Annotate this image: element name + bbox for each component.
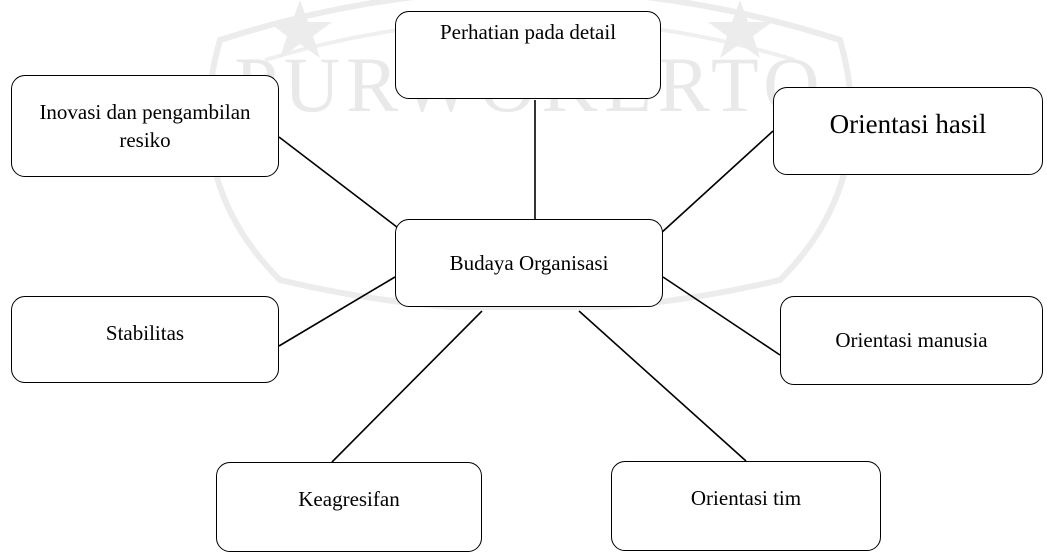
node-perhatian-pada-detail: Perhatian pada detail — [395, 11, 661, 99]
link-tim — [578, 310, 747, 462]
node-label: Keagresifan — [298, 487, 400, 511]
link-stabilitas — [278, 276, 396, 347]
node-label: Orientasi tim — [690, 486, 802, 510]
link-keagresifan — [331, 310, 483, 463]
node-label: Orientasi hasil — [829, 109, 987, 139]
node-keagresifan: Keagresifan — [216, 462, 482, 552]
link-manusia — [662, 276, 781, 356]
node-stabilitas: Stabilitas — [11, 296, 279, 383]
node-label: Perhatian pada detail — [439, 20, 617, 44]
node-orientasi-manusia: Orientasi manusia — [780, 296, 1043, 385]
center-node-label: Budaya Organisasi — [449, 250, 609, 275]
node-orientasi-hasil: Orientasi hasil — [773, 87, 1043, 175]
link-inovasi — [278, 136, 407, 235]
node-label: Orientasi manusia — [835, 328, 988, 353]
node-orientasi-tim: Orientasi tim — [611, 461, 881, 551]
node-label: Inovasi dan pengambilan resiko — [39, 99, 251, 152]
link-hasil — [659, 130, 774, 235]
center-node-budaya-organisasi: Budaya Organisasi — [395, 219, 663, 307]
node-inovasi-dan-pengambilan-resiko: Inovasi dan pengambilan resiko — [11, 75, 279, 177]
node-label: Stabilitas — [105, 321, 185, 345]
